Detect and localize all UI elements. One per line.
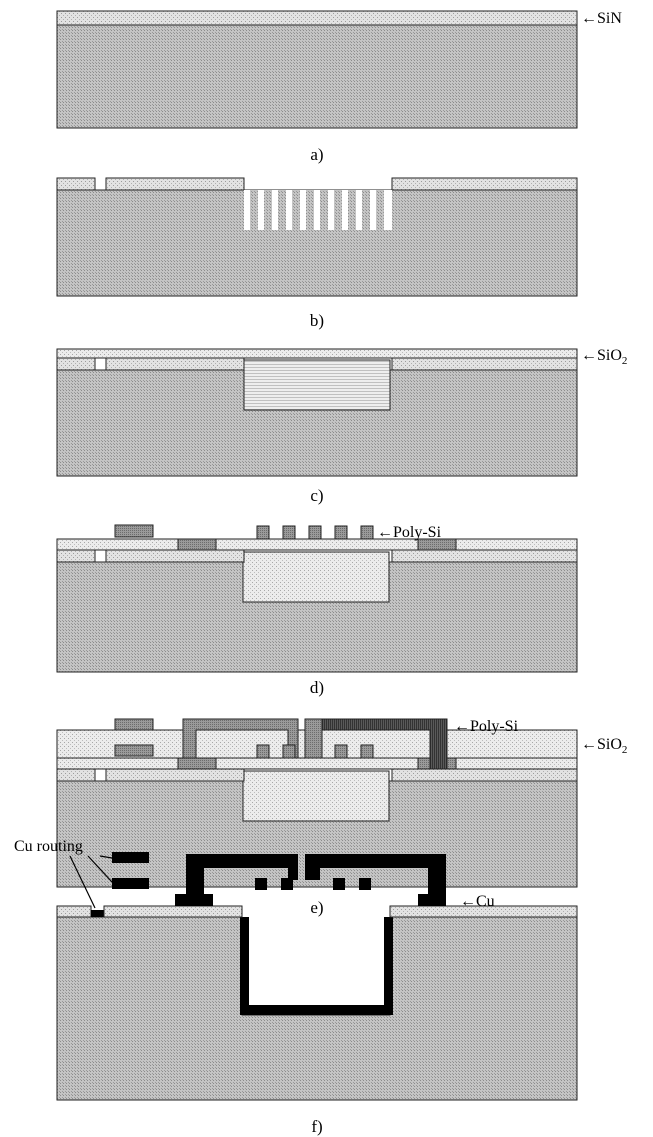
step-f: Cu routing ←Cu f) (14, 838, 578, 1136)
caption-c: c) (310, 486, 323, 505)
caption-f: f) (311, 1117, 322, 1136)
step-e: ←Poly-Si ←SiO2 e) (56, 718, 627, 917)
cu-routing-pointer (99, 855, 113, 859)
polysi-anchor-left (177, 538, 217, 551)
sin-pad-left (56, 549, 96, 563)
polysi-anchor-left (177, 757, 217, 770)
polysi-block-lower (114, 744, 154, 757)
sin-pad-mid (105, 177, 245, 191)
caption-e: e) (310, 898, 323, 917)
cu-bridge-right (305, 854, 446, 906)
sin-pad-left (56, 357, 96, 371)
polysi-label: ←Poly-Si (377, 524, 442, 541)
polysi-finger (308, 525, 322, 540)
step-b: b) (56, 177, 578, 330)
sin-pad-mid (103, 905, 243, 918)
sin-pad-right (389, 905, 578, 918)
cu-finger (359, 878, 371, 890)
step-a: ←SiN a) (56, 10, 622, 164)
sin-pad-right (391, 768, 578, 782)
sin-pad-mid (105, 549, 245, 563)
polysi-bridge-right (321, 718, 448, 770)
sin-pad-right (391, 357, 578, 371)
sio2-layer (56, 538, 578, 551)
sin-pad-left (56, 768, 96, 782)
polysi-block-upper (114, 718, 154, 731)
cu-finger (281, 878, 293, 890)
porous-region (244, 190, 392, 230)
polysi-post (304, 718, 323, 759)
sin-pad-mid (105, 768, 245, 782)
polysi-finger (334, 744, 348, 759)
polysi-finger (282, 525, 296, 540)
caption-b: b) (310, 311, 324, 330)
cu-finger (333, 878, 345, 890)
step-d: ←Poly-Si d) (56, 524, 578, 697)
sio2-label: ←SiO2 (581, 347, 627, 367)
cu-routing-trace (91, 910, 104, 917)
polysi-finger (360, 525, 374, 540)
sio2-label: ←SiO2 (581, 736, 627, 756)
polysi-finger (256, 525, 270, 540)
oxidized-cavity (242, 770, 390, 822)
sin-pad-right (391, 549, 578, 563)
polysi-finger (282, 744, 296, 759)
substrate (56, 24, 578, 129)
step-c: ←SiO2 c) (56, 347, 627, 505)
sin-pad-right (391, 177, 578, 191)
polysi-finger (360, 744, 374, 759)
polysi-block (114, 524, 154, 538)
cu-label: ←Cu (460, 893, 495, 910)
polysi-anchor-right (417, 538, 457, 551)
sin-pad-mid (105, 357, 245, 371)
cu-routing-label: Cu routing (14, 838, 83, 855)
cu-routing-upper (112, 878, 149, 889)
cu-routing-pointer (87, 855, 113, 883)
polysi-finger (256, 744, 270, 759)
sin-pad-left (56, 177, 96, 191)
sin-layer (56, 10, 578, 26)
cu-routing-lower (112, 852, 149, 863)
sio2-layer-lower (56, 757, 578, 770)
cu-finger (255, 878, 267, 890)
cu-routing-pointer (69, 855, 96, 909)
sin-label: ←SiN (581, 10, 622, 27)
caption-a: a) (310, 145, 323, 164)
oxidized-cavity (243, 359, 391, 411)
oxidized-cavity (242, 551, 390, 603)
cu-bridge-left (175, 854, 298, 906)
cu-anchor-left (175, 894, 213, 906)
sio2-layer (56, 348, 578, 359)
sin-pad-left (56, 905, 92, 918)
caption-d: d) (310, 678, 324, 697)
polysi-finger (334, 525, 348, 540)
polysi-label: ←Poly-Si (454, 718, 519, 735)
cu-cavity-liner (240, 917, 393, 1015)
